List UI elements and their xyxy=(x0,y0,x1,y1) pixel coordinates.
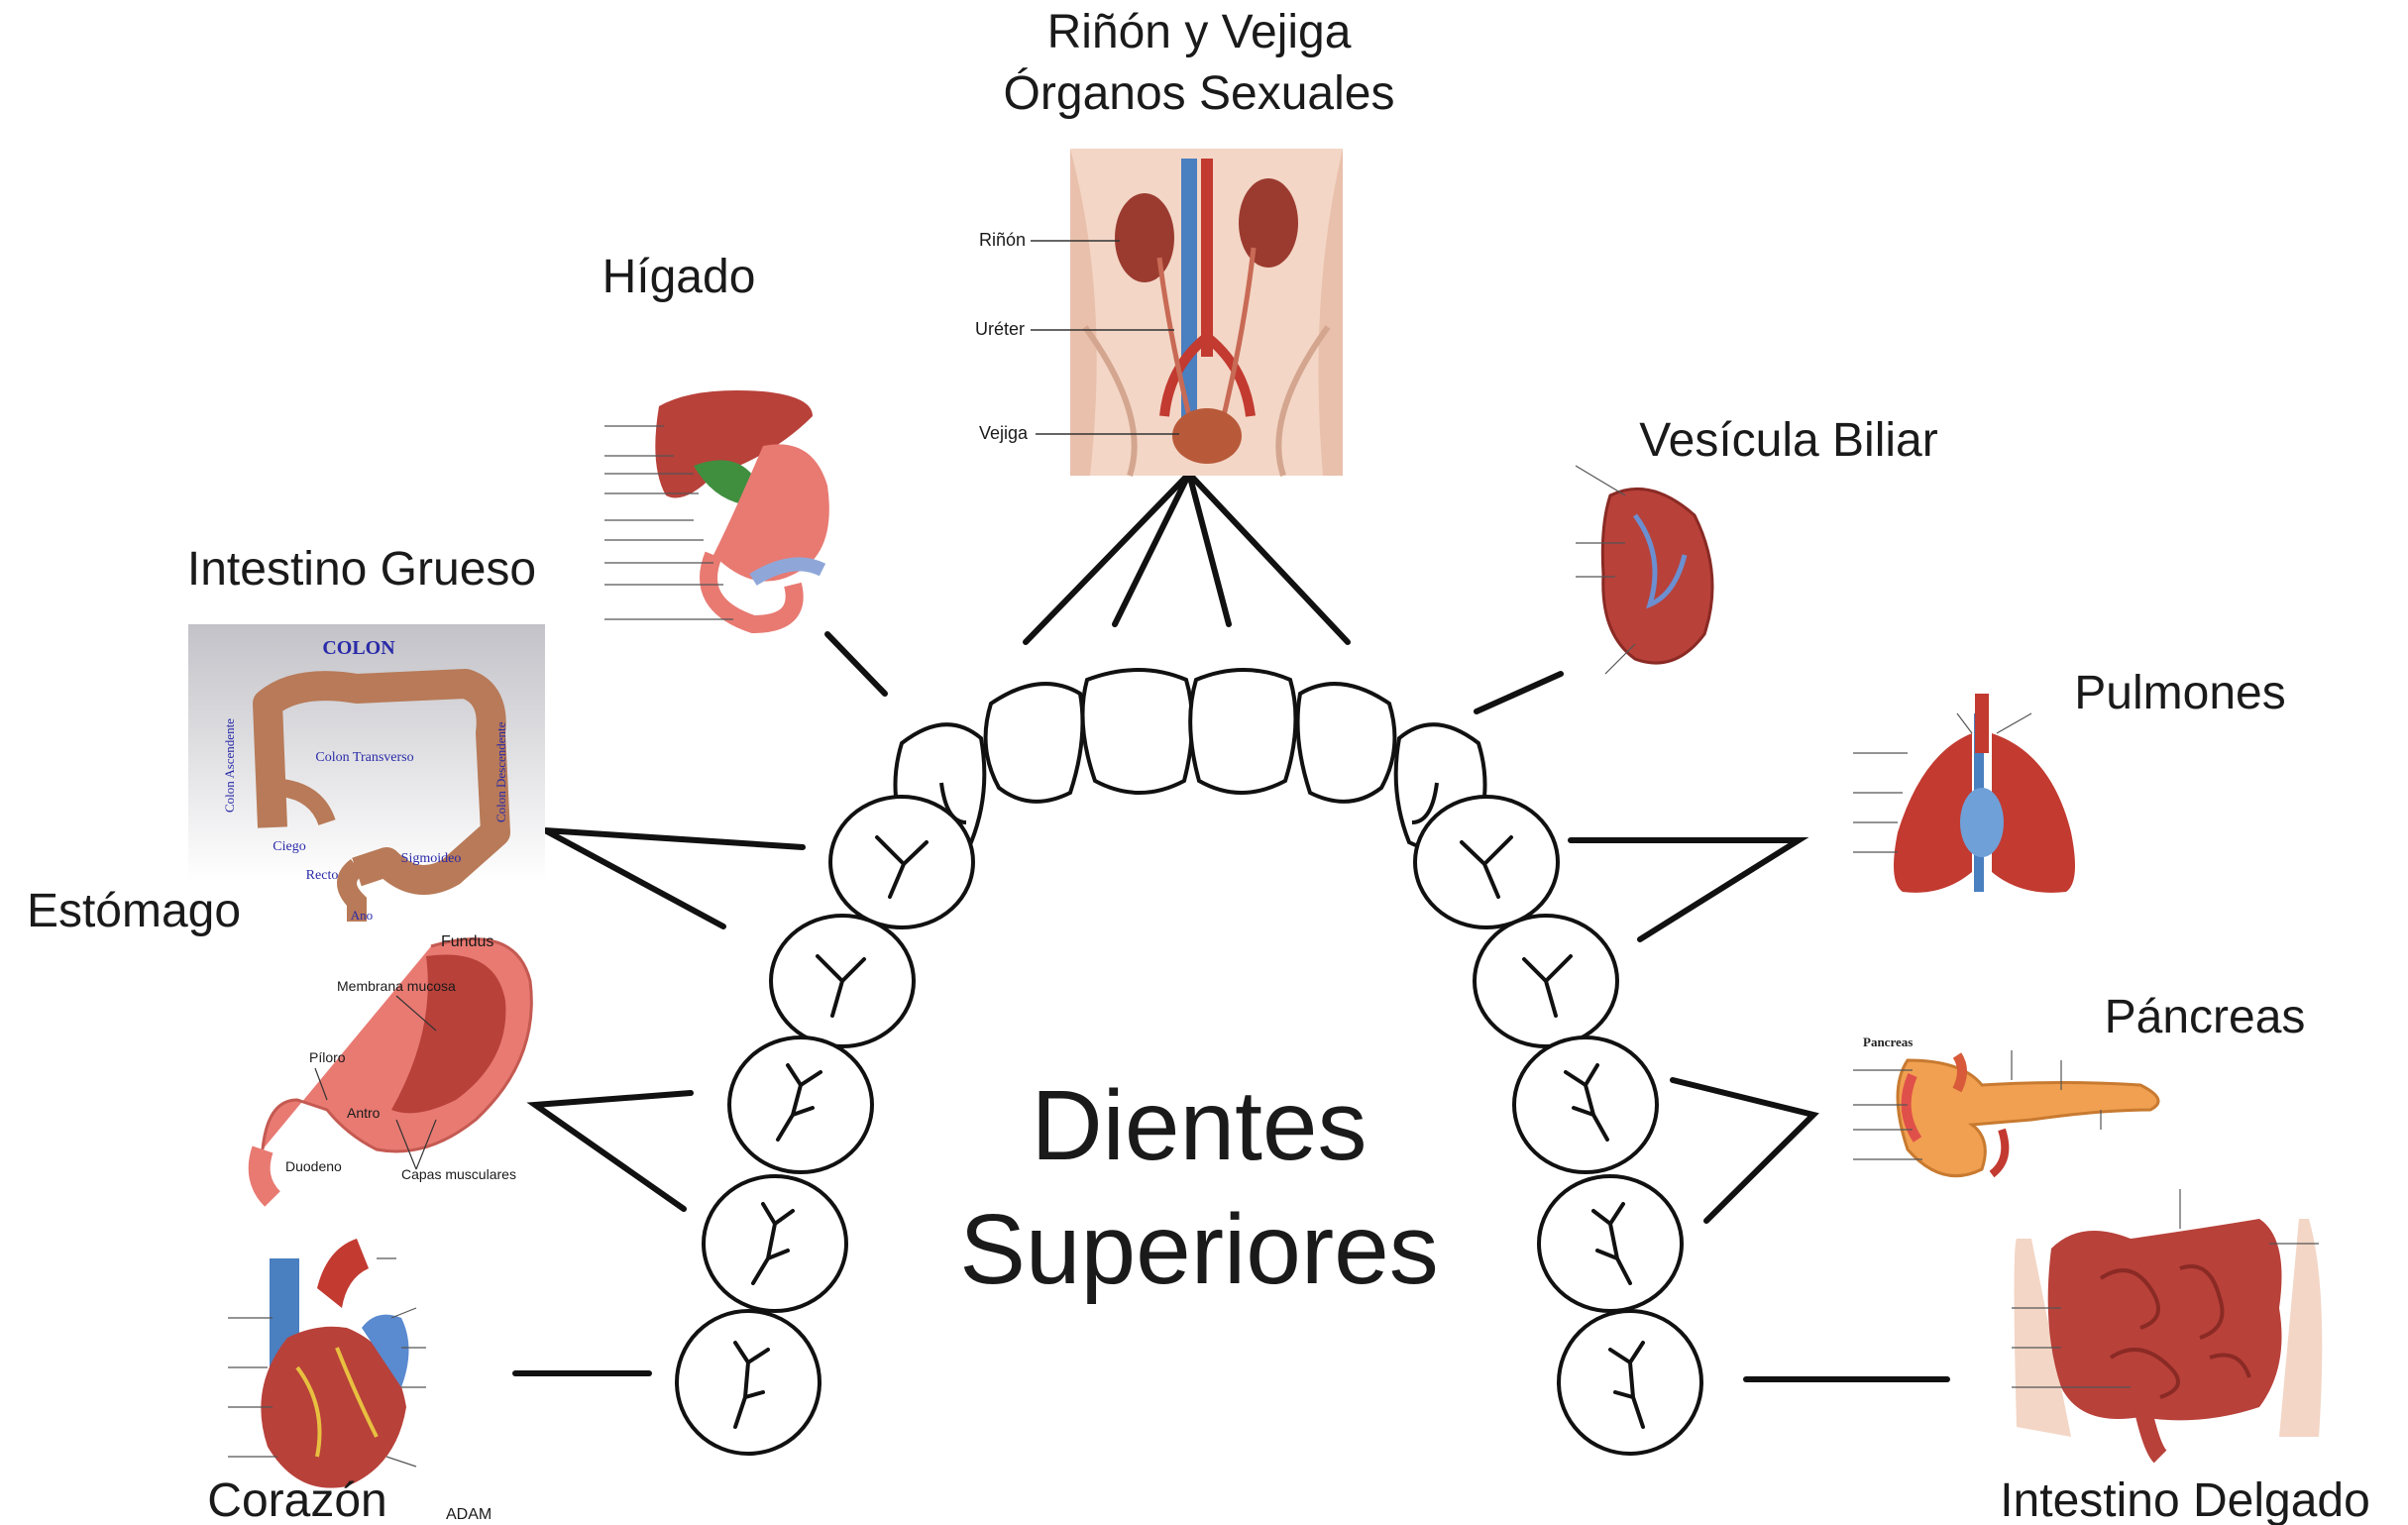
stomach-fundus: Fundus xyxy=(441,933,493,950)
label-pancreas: Páncreas xyxy=(2105,991,2306,1043)
label-pulmones: Pulmones xyxy=(2074,667,2285,719)
colon-sigmoideo: Sigmoideo xyxy=(401,851,462,866)
stomach-antro: Antro xyxy=(347,1105,381,1121)
colon-descendente: Colon Descendente xyxy=(493,721,508,822)
liver-illustration xyxy=(604,390,829,634)
colon-transverso: Colon Transverso xyxy=(315,750,413,765)
label-corazon: Corazón xyxy=(207,1474,386,1525)
tooth-lateral-incisor-left xyxy=(983,682,1085,804)
tooth-lateral-incisor-right xyxy=(1295,682,1397,804)
label-estomago: Estómago xyxy=(27,885,241,937)
teeth-arch xyxy=(675,668,1703,1456)
colon-title: COLON xyxy=(322,637,395,659)
lungs-illustration xyxy=(1853,694,2075,893)
heart-illustration: ADAM xyxy=(228,1239,492,1523)
tooth-molar-left-2 xyxy=(702,1174,848,1313)
stomach-membrana: Membrana mucosa xyxy=(337,978,456,994)
pancreas-caption: Pancreas xyxy=(1863,1035,1913,1049)
tooth-central-incisor-left xyxy=(1080,668,1195,795)
heart-credit: ADAM xyxy=(446,1506,492,1523)
colon-recto: Recto xyxy=(306,868,339,883)
label-intestino-delgado: Intestino Delgado xyxy=(2000,1474,2370,1525)
colon-ciego: Ciego xyxy=(273,839,305,854)
label-vesicula: Vesícula Biliar xyxy=(1639,414,1937,467)
tooth-molar-left-1 xyxy=(727,1035,874,1174)
kidney-right-shape xyxy=(1239,178,1298,268)
stomach-piloro: Píloro xyxy=(309,1049,346,1065)
kidney-bladder-illustration: Riñón Uréter Vejiga xyxy=(975,149,1343,477)
diagram-title-line1: Dientes xyxy=(1031,1070,1367,1181)
tooth-central-incisor-right xyxy=(1188,668,1298,795)
colon-ano: Ano xyxy=(351,908,373,923)
stomach-duodeno: Duodeno xyxy=(285,1158,342,1174)
gallbladder-illustration xyxy=(1575,465,1714,675)
colon-ascendente: Colon Ascendente xyxy=(222,718,237,813)
stomach-capas: Capas musculares xyxy=(401,1166,516,1182)
label-intestino-grueso: Intestino Grueso xyxy=(187,543,536,596)
diagram-title-line2: Superiores xyxy=(959,1194,1439,1305)
connector-lines xyxy=(512,471,1950,1382)
label-rinon-vejiga-line1: Riñón y Vejiga xyxy=(1047,6,1352,58)
label-rinon-vejiga-line2: Órganos Sexuales xyxy=(1004,66,1395,120)
bladder-shape xyxy=(1172,408,1242,464)
label-higado: Hígado xyxy=(602,251,756,303)
kidney-left-shape xyxy=(1115,193,1174,282)
large-intestine-illustration: COLON Colon Transverso Ciego Recto Sigmo… xyxy=(188,624,545,923)
tooth-molar-right-1 xyxy=(1512,1035,1659,1174)
stomach-illustration: Fundus Membrana mucosa Píloro Antro Duod… xyxy=(248,933,533,1207)
kidney-part-ureter: Uréter xyxy=(975,319,1025,339)
small-intestine-illustration xyxy=(2012,1189,2323,1464)
tooth-molar-right-2 xyxy=(1537,1174,1684,1313)
pancreas-illustration: Pancreas xyxy=(1853,1035,2160,1178)
kidney-part-rinon: Riñón xyxy=(979,230,1026,250)
kidney-part-vejiga: Vejiga xyxy=(979,423,1029,443)
